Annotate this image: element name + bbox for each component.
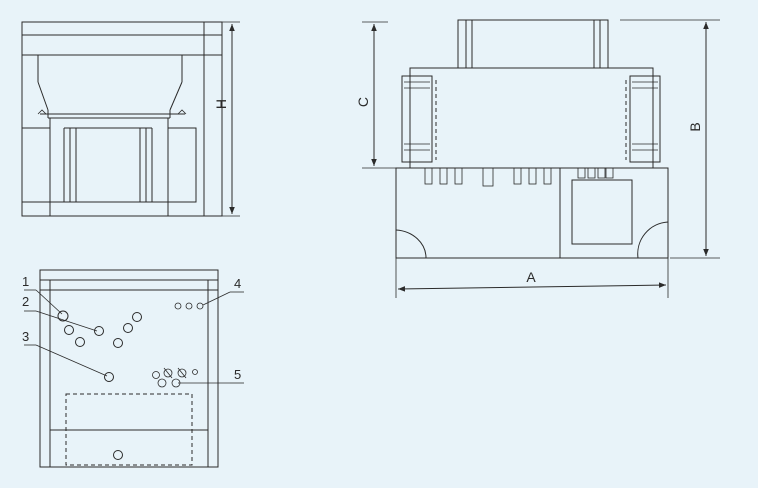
- callout-5: 5: [178, 367, 244, 384]
- callout-2-label: 2: [22, 294, 29, 309]
- callout-3-label: 3: [22, 329, 29, 344]
- callout-1-label: 1: [22, 274, 29, 289]
- callout-4: 4: [202, 276, 244, 306]
- dimension-a: A: [395, 258, 669, 298]
- dimension-h: H: [206, 21, 240, 217]
- callout-4-label: 4: [234, 276, 241, 291]
- dimension-a-label: A: [526, 269, 536, 285]
- dimension-b: B: [620, 19, 720, 259]
- bottom-view: [39, 269, 219, 468]
- dimension-b-label: B: [687, 122, 703, 131]
- callout-2: 2: [22, 294, 98, 332]
- dimension-c-label: C: [355, 97, 371, 107]
- callout-3: 3: [22, 329, 108, 377]
- front-pins: [424, 167, 614, 187]
- callout-5-label: 5: [234, 367, 241, 382]
- dimension-c: C: [355, 21, 396, 169]
- callout-1: 1: [22, 274, 63, 315]
- side-view: [21, 21, 223, 217]
- front-view: [395, 19, 669, 259]
- dimension-h-label: H: [213, 99, 229, 109]
